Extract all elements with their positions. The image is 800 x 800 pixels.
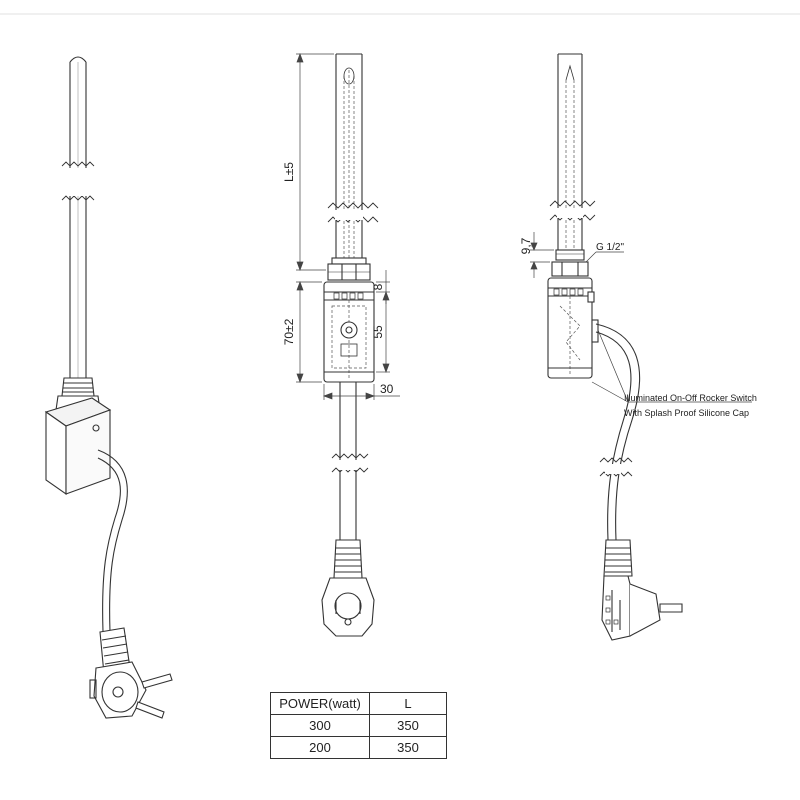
dim-box-width-label: 30 (380, 382, 394, 396)
cell-length: 350 (369, 714, 447, 737)
dimension-lines-side (530, 232, 752, 403)
dim-box-height-label: 70±2 (282, 318, 296, 345)
dim-nut-height-label: 9,7 (519, 237, 533, 254)
cell-power: 200 (270, 736, 370, 759)
isometric-view (44, 56, 173, 719)
control-box-iso (44, 397, 112, 496)
control-box-front (323, 281, 375, 383)
header-power: POWER(watt) (270, 692, 370, 715)
dim-top-offset-label: 8 (371, 283, 385, 290)
cell-length: 350 (369, 736, 447, 759)
threaded-nut-front (327, 257, 371, 281)
power-cable-front (331, 382, 369, 540)
power-spec-table: POWER(watt) L 300 350 200 350 (270, 692, 447, 759)
heating-rod-front (327, 53, 379, 258)
table-header-row: POWER(watt) L (270, 692, 447, 715)
power-cable-side (595, 323, 641, 541)
side-view (530, 53, 752, 641)
plug-front (321, 539, 375, 637)
dim-length-label: L±5 (282, 162, 296, 182)
front-view (296, 53, 400, 637)
threaded-nut-side (551, 249, 589, 277)
dim-switch-height-label: 55 (371, 325, 385, 339)
control-box-side (547, 277, 599, 379)
callout-line-1: Illuminated On-Off Rocker Switch (624, 393, 757, 403)
cell-power: 300 (270, 714, 370, 737)
header-length: L (369, 692, 447, 715)
heating-rod-iso (61, 56, 95, 378)
power-cable-iso (97, 449, 128, 633)
table-row: 200 350 (270, 736, 447, 759)
plug-side (601, 539, 683, 641)
dimension-lines-front (296, 53, 400, 400)
callout-line-2: With Splash Proof Silicone Cap (624, 408, 749, 418)
dim-thread-label: G 1/2" (596, 242, 624, 253)
table-row: 300 350 (270, 714, 447, 737)
plug-iso (89, 627, 173, 719)
heating-rod-side (549, 53, 596, 250)
